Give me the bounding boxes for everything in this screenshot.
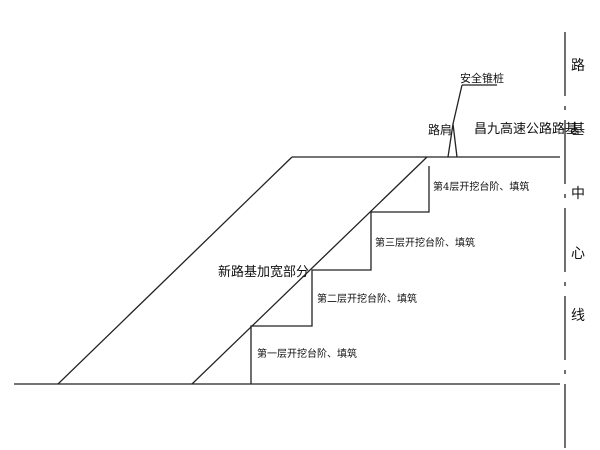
- cone-leader: [452, 84, 463, 125]
- step-1-label: 第一层开挖台阶、填筑: [257, 347, 357, 360]
- existing-roadbed-label: 昌九高速公路路基: [474, 121, 578, 137]
- existing-slope-line: [191, 156, 428, 385]
- new-slope-line: [57, 156, 293, 385]
- centerline-char: 中: [571, 186, 585, 202]
- new-widening-label: 新路基加宽部分: [218, 264, 309, 280]
- centerline-char: 基: [571, 121, 585, 138]
- centerline-char: 线: [571, 308, 585, 324]
- step-2-label: 第二层开挖台阶、填筑: [317, 292, 417, 305]
- shoulder-label: 路肩: [428, 122, 452, 137]
- centerline-char: 路: [571, 58, 585, 74]
- safety-guard-label: 安全锥桩: [460, 71, 504, 85]
- step-4-label: 第4层开挖台阶、填筑: [433, 180, 529, 193]
- excavation-steps: [250, 166, 430, 384]
- step-3-label: 第三层开挖台阶、填筑: [375, 236, 475, 249]
- centerline-char: 心: [571, 246, 585, 262]
